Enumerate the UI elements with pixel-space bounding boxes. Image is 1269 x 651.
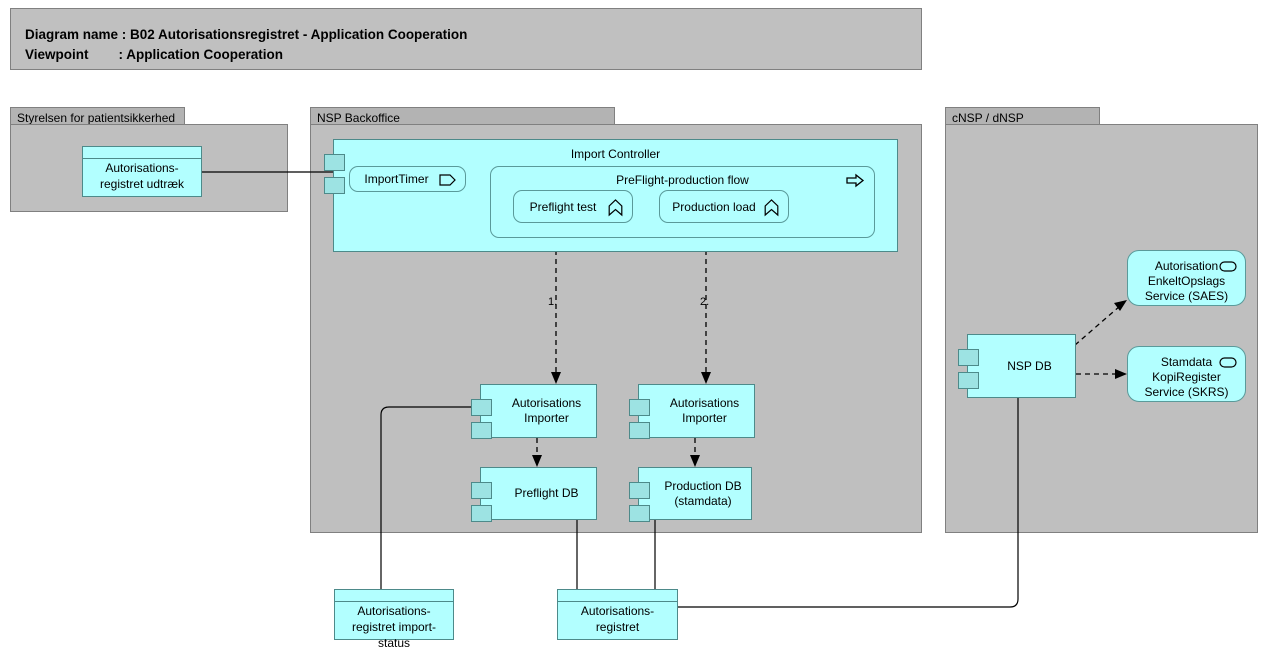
application-component-nsp-db[interactable]: NSP DB — [958, 334, 1076, 398]
viewpoint-line: Viewpoint : Application Cooperation — [25, 47, 284, 62]
diagram-name-line: Diagram name : B02 Autorisationsregistre… — [25, 27, 468, 42]
application-service-saes[interactable]: Autorisation EnkeltOpslags Service (SAES… — [1127, 250, 1246, 306]
application-service-icon — [1219, 357, 1237, 368]
component-stub-bottom — [324, 177, 345, 194]
group-label-styrelsen: Styrelsen for patientsikkerhed — [17, 111, 176, 124]
application-component-preflight-db[interactable]: Preflight DB — [471, 467, 597, 522]
component-stub-bottom — [471, 505, 492, 522]
diagram-header: Diagram name : B02 Autorisationsregistre… — [10, 8, 922, 70]
component-stub-top — [324, 154, 345, 171]
component-stub-top — [629, 482, 650, 499]
production-db-label: Production DB (stamdata) — [664, 478, 742, 508]
import-timer-label: ImportTimer — [364, 172, 429, 186]
application-service-icon — [1219, 261, 1237, 272]
import-controller-label: Import Controller — [570, 147, 661, 161]
group-label-nsp-backoffice: NSP Backoffice — [317, 111, 400, 124]
group-tab-cnsp-dnsp: cNSP / dNSP — [945, 107, 1100, 124]
skrs-label: Stamdata KopiRegister Service (SKRS) — [1144, 355, 1229, 399]
production-load-label: Production load — [672, 199, 756, 214]
data-object-header-bar — [83, 147, 201, 159]
line-importer-left-to-import-status — [380, 406, 480, 589]
component-stub-bottom — [958, 372, 979, 389]
application-component-importer-right[interactable]: Autorisations Importer — [629, 384, 755, 439]
application-process-icon — [846, 173, 865, 188]
application-function-icon — [608, 199, 623, 217]
group-label-cnsp-dnsp: cNSP / dNSP — [952, 111, 1024, 124]
data-object-autorisationsregistret[interactable]: Autorisations- registret — [557, 589, 678, 640]
component-stub-top — [471, 482, 492, 499]
line-nsp-db-to-autorisationsregistret — [678, 398, 1019, 608]
application-function-production-load[interactable]: Production load — [659, 190, 789, 223]
component-stub-top — [958, 349, 979, 366]
component-stub-bottom — [471, 422, 492, 439]
application-function-icon — [764, 199, 779, 217]
application-function-preflight-test[interactable]: Preflight test — [513, 190, 633, 223]
group-body-cnsp-dnsp — [945, 124, 1258, 533]
data-object-header-bar — [335, 590, 453, 602]
data-object-autorisationsregistret-udtraek[interactable]: Autorisations- registret udtræk — [82, 146, 202, 197]
nsp-db-label: NSP DB — [1007, 358, 1052, 373]
preflight-db-label: Preflight DB — [514, 486, 579, 500]
preflight-production-flow-label: PreFlight-production flow — [616, 173, 749, 187]
importer-left-label: Autorisations Importer — [511, 396, 582, 425]
sequence-label-1: 1. — [548, 296, 558, 308]
application-event-import-timer[interactable]: ImportTimer — [349, 166, 466, 192]
saes-label: Autorisation EnkeltOpslags Service (SAES… — [1144, 259, 1229, 303]
preflight-test-label: Preflight test — [529, 199, 597, 214]
importer-right-label: Autorisations Importer — [669, 396, 740, 425]
application-component-production-db[interactable]: Production DB (stamdata) — [629, 467, 752, 522]
import-status-label: Autorisations- registret import- status — [351, 604, 437, 650]
autorisationsregistret-label: Autorisations- registret — [580, 604, 655, 634]
component-stub-bottom — [629, 505, 650, 522]
component-stub-top — [471, 399, 492, 416]
data-object-label: Autorisations- registret udtræk — [99, 161, 185, 191]
application-component-importer-left[interactable]: Autorisations Importer — [471, 384, 597, 439]
group-tab-styrelsen: Styrelsen for patientsikkerhed — [10, 107, 185, 124]
application-service-skrs[interactable]: Stamdata KopiRegister Service (SKRS) — [1127, 346, 1246, 402]
component-stub-bottom — [629, 422, 650, 439]
line-nsp-db-to-saes — [1074, 305, 1121, 346]
sequence-label-2: 2. — [700, 296, 710, 308]
group-tab-nsp-backoffice: NSP Backoffice — [310, 107, 615, 124]
component-stub-top — [629, 399, 650, 416]
application-event-icon — [439, 174, 456, 186]
data-object-import-status[interactable]: Autorisations- registret import- status — [334, 589, 454, 650]
data-object-header-bar — [558, 590, 677, 602]
